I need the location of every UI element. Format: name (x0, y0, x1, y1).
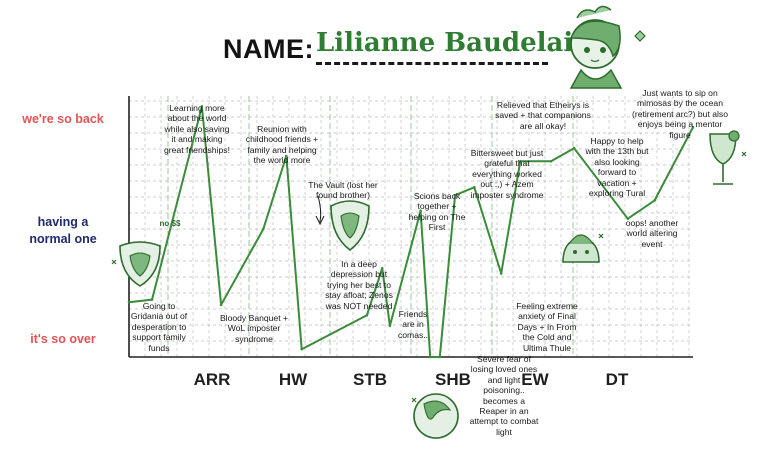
x-tick-stb: STB (353, 370, 387, 389)
crest-vault-icon (330, 200, 370, 251)
annotation-learning: Learning more about the world while also… (164, 103, 230, 155)
mood-point (519, 159, 522, 163)
x-tick-hw: HW (278, 370, 308, 389)
mood-point (572, 146, 576, 150)
name-label: NAME: (223, 34, 314, 64)
annotation-depression: In a deep depression but trying her best… (325, 259, 393, 311)
mood-point (219, 303, 223, 307)
mood-point (365, 313, 369, 317)
vault-arrow-icon (315, 195, 325, 226)
y-label-bottom: it's so over (30, 332, 96, 346)
annotation-gridania: Going to Gridania out of desperation to … (130, 301, 188, 353)
mood-point (388, 324, 392, 327)
annotation-bittersweet: Bittersweet but just grateful that every… (470, 148, 544, 200)
mood-point (380, 266, 384, 270)
annotation-bloody-banquet: Bloody Banquet + WoL imposter syndrome (219, 313, 289, 344)
annotation-mimosas: Just wants to sip on mimosas by the ocea… (632, 88, 728, 140)
name-underline (316, 62, 548, 65)
mood-point (300, 347, 303, 351)
crest-reaper-icon (411, 393, 459, 439)
mood-point (150, 298, 154, 301)
mood-point (626, 217, 630, 220)
mood-point (127, 300, 131, 304)
annotation-comas: Friends are in comas.. (397, 309, 429, 340)
mood-point (549, 159, 553, 163)
mood-point (428, 355, 432, 359)
crest-left-icon (111, 241, 161, 287)
annotation-oops: oops! another world altering event (625, 218, 679, 249)
annotation-vault: The Vault (lost her found brother) (308, 180, 378, 201)
mood-point (285, 154, 288, 158)
x-tick-dt: DT (605, 370, 629, 389)
x-tick-arr: ARR (193, 370, 231, 389)
annotation-reaper: Severe fear of losing loved ones and lig… (469, 354, 539, 437)
mood-point (419, 209, 422, 213)
mimosa-glass-icon (709, 130, 747, 185)
annotation-scions: Scions back together + helping on The Fi… (408, 191, 466, 233)
mood-point (473, 186, 476, 189)
x-tick-ew: EW (521, 370, 549, 389)
y-label-top: we're so back (22, 112, 104, 126)
annotation-anxiety: Feeling extreme anxiety of Final Days + … (516, 301, 578, 353)
mood-point (200, 105, 204, 108)
name-value: Lilianne Baudelaire (316, 28, 604, 58)
mood-point (653, 199, 656, 202)
character-portrait-icon (569, 5, 646, 89)
annotation-tural: Happy to help with the 13th but also loo… (585, 136, 649, 199)
annotation-reunion: Reunion with childhood friends + family … (245, 124, 319, 166)
mood-point (691, 126, 695, 129)
mood-point (453, 193, 457, 197)
doodle-no-money-text: no $$ (159, 219, 181, 228)
annotation-relieved: Relieved that Etheirys is saved + that c… (495, 100, 591, 131)
mood-point (261, 227, 265, 231)
mood-point (499, 272, 503, 275)
creature-doodle-icon (562, 233, 604, 263)
y-label-mid: having a normal one (29, 215, 97, 246)
mood-line (128, 105, 694, 358)
mood-point (438, 355, 442, 359)
x-tick-shb: SHB (435, 370, 471, 389)
